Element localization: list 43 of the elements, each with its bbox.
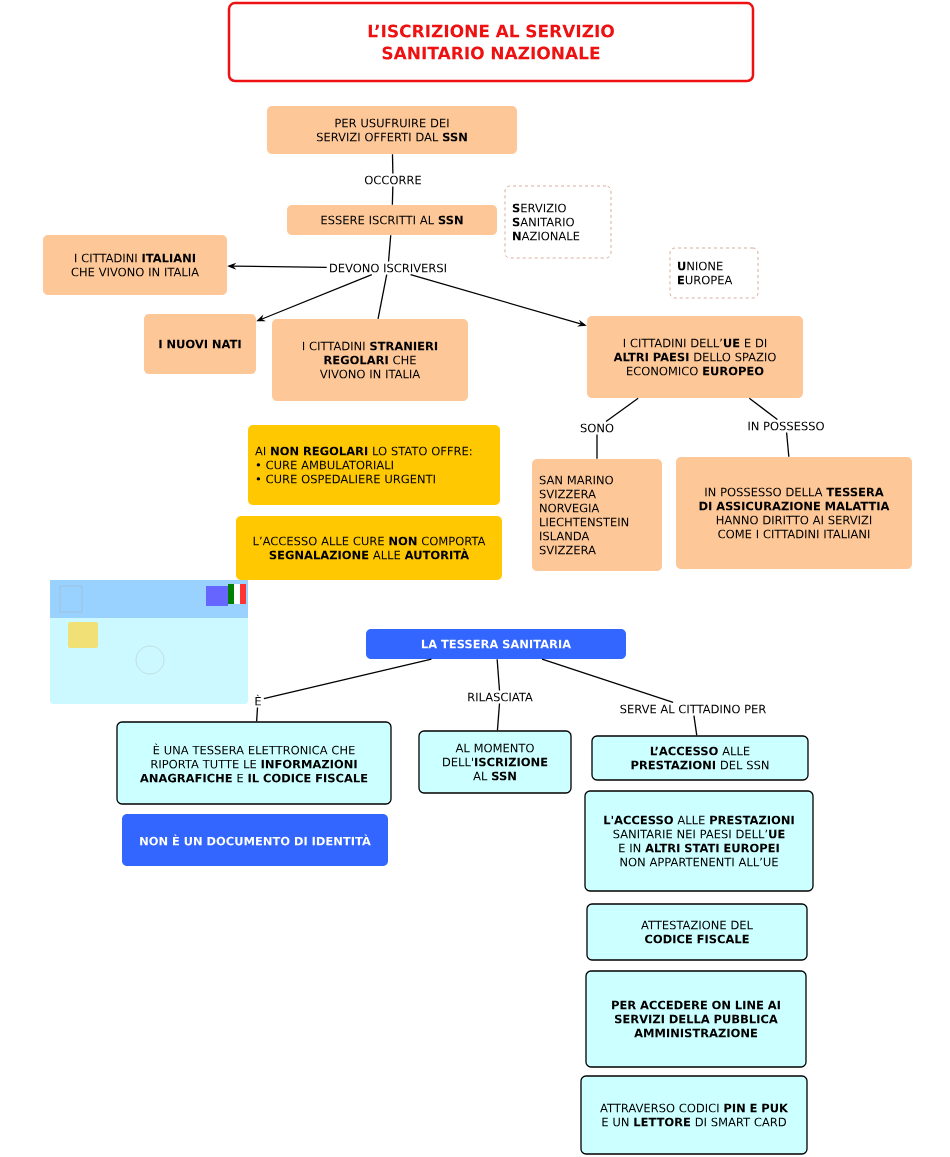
box: ATTRAVERSO CODICI PIN E PUK E UN LETTORE DI SMART CARD bbox=[580, 1075, 808, 1155]
box: L'ACCESSO ALLE PRESTAZIONI SANITARIE NEI PAESI DELL’UE E IN ALTRI STATI EUROPEI NON APPARTENENTI ALL’UE bbox=[584, 790, 814, 892]
connector bbox=[541, 658, 674, 704]
box: AI NON REGOLARI LO STATO OFFRE: • CURE AMBULATORIALI • CURE OSPEDALIERE URGENTI bbox=[248, 425, 500, 505]
link-label: SONO bbox=[578, 421, 616, 435]
box: I CITTADINI DELL’UE E DI ALTRI PAESI DELLO SPAZIO ECONOMICO EUROPEO bbox=[587, 316, 803, 398]
box: PER ACCEDERE ON LINE AI SERVIZI DELLA PUBBLICA AMMINISTRAZIONE bbox=[585, 970, 807, 1068]
connector bbox=[391, 153, 394, 175]
box: I CITTADINI STRANIERI REGOLARI CHE VIVONO IN ITALIA bbox=[272, 319, 468, 401]
connector bbox=[605, 397, 639, 423]
link-label: RILASCIATA bbox=[465, 690, 535, 704]
box: PER USUFRUIRE DEI SERVIZI OFFERTI DAL SSN bbox=[267, 106, 517, 154]
connector bbox=[387, 234, 392, 263]
link-label: DEVONO ISCRIVERSI bbox=[326, 261, 450, 275]
box: LA TESSERA SANITARIA bbox=[366, 629, 626, 659]
box: IN POSSESSO DELLA TESSERA DI ASSICURAZIONE MALATTIA HANNO DIRITTO AI SERVIZI COME I CITTADINI ITALIANI bbox=[676, 457, 912, 569]
connector bbox=[391, 185, 394, 206]
box: AL MOMENTO DELL'ISCRIZIONE AL SSN bbox=[418, 730, 572, 794]
box: I CITTADINI ITALIANI CHE VIVONO IN ITALIA bbox=[43, 235, 227, 295]
connector bbox=[263, 658, 433, 700]
box: I NUOVI NATI bbox=[144, 314, 256, 374]
connector bbox=[377, 273, 388, 320]
box: L’ACCESSO ALLE PRESTAZIONI DEL SSN bbox=[591, 735, 809, 781]
box: ATTESTAZIONE DEL CODICE FISCALE bbox=[586, 903, 808, 961]
box: L’ACCESSO ALLE CURE NON COMPORTA SEGNALAZIONE ALLE AUTORITÀ bbox=[236, 516, 502, 580]
link-label: OCCORRE bbox=[362, 173, 424, 187]
box: ESSERE ISCRITTI AL SSN bbox=[287, 205, 497, 235]
link-label: IN POSSESSO bbox=[745, 419, 827, 433]
box: SAN MARINO SVIZZERA NORVEGIA LIECHTENSTEIN ISLANDA SVIZZERA bbox=[532, 459, 662, 571]
connector bbox=[496, 658, 501, 692]
box: NON È UN DOCUMENTO DI IDENTITÀ bbox=[122, 814, 388, 866]
connector bbox=[496, 702, 501, 731]
note-box: UNIONE EUROPEA bbox=[669, 247, 759, 299]
connector bbox=[596, 433, 598, 460]
link-label: È bbox=[252, 692, 264, 708]
connector bbox=[785, 431, 790, 458]
connector bbox=[256, 706, 259, 722]
connector bbox=[748, 397, 778, 421]
connector bbox=[693, 714, 698, 736]
box: È UNA TESSERA ELETTRONICA CHE RIPORTA TUTTE LE INFORMAZIONI ANAGRAFICHE E IL CODICE FISCALE bbox=[116, 721, 392, 805]
link-label: SERVE AL CITTADINO PER bbox=[617, 702, 769, 716]
title-box: L’ISCRIZIONE AL SERVIZIO SANITARIO NAZIONALE bbox=[227, 1, 755, 83]
note-box: SERVIZIO SANITARIO NAZIONALE bbox=[504, 185, 612, 259]
